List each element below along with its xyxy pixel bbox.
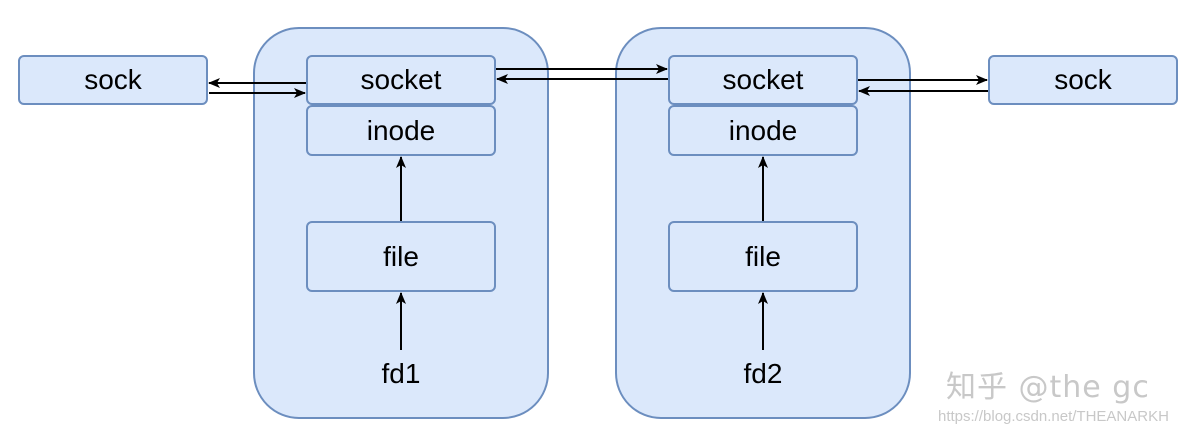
inode-label-1: inode	[366, 114, 436, 146]
inode-box-1: inode	[306, 105, 496, 156]
file-box-1: file	[306, 221, 496, 292]
file-label-1: file	[383, 240, 419, 272]
file-box-2: file	[668, 221, 858, 292]
right-sock-label: sock	[1054, 64, 1112, 95]
left-sock-label: sock	[84, 64, 142, 95]
fd-label-2: fd2	[743, 358, 783, 389]
file-label-2: file	[745, 240, 781, 272]
watermark-url: https://blog.csdn.net/THEANARKH	[938, 408, 1169, 425]
socket-box-2: socket	[668, 55, 858, 105]
inode-box-2: inode	[668, 105, 858, 156]
inode-label-2: inode	[728, 114, 798, 146]
socket-box-1: socket	[306, 55, 496, 105]
watermark-brand: 知乎 @the gc	[946, 370, 1150, 405]
left-sock-box: sock	[18, 55, 208, 105]
fd-label-1: fd1	[381, 358, 421, 389]
socket-label-1: socket	[360, 64, 442, 95]
right-sock-box: sock	[988, 55, 1178, 105]
socket-label-2: socket	[722, 64, 804, 95]
